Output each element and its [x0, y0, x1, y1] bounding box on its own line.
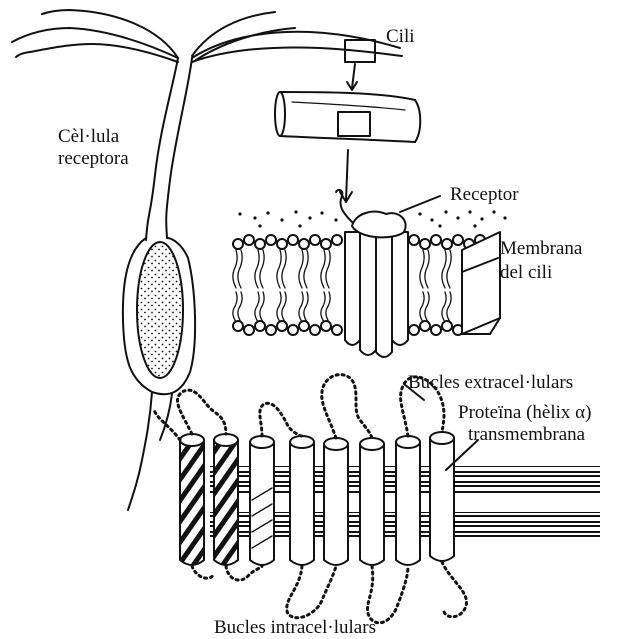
cilium-label: Cili	[386, 26, 415, 47]
intracellular-loops-label: Bucles intracel·lulars	[214, 617, 376, 638]
intracellular-loop-1	[226, 566, 262, 580]
axon-right	[160, 394, 172, 440]
receptor-label: Receptor	[450, 184, 519, 205]
cilium-right-inner	[192, 48, 402, 62]
protein-label-line1: Proteïna (hèlix α)	[458, 402, 591, 423]
receptor-cell-label-line2: receptora	[58, 148, 129, 169]
dendrite-left	[146, 58, 178, 240]
nucleus	[137, 242, 183, 378]
arrow-1	[347, 64, 357, 90]
membrane-block	[233, 190, 507, 357]
membrane-label-line1: Membrana	[500, 238, 582, 259]
extracellular-loop-2	[260, 403, 302, 436]
cilium-left-inner	[30, 44, 178, 62]
receptor-pointer	[400, 196, 440, 212]
protein-label-line2: transmembrana	[468, 424, 585, 445]
extracellular-loop-3	[322, 375, 372, 438]
dendrite-right	[166, 58, 192, 238]
intracellular-loop-2	[287, 566, 336, 618]
intracellular-loop-3	[367, 566, 408, 623]
receptor-cell-label-line1: Cèl·lula	[58, 126, 119, 147]
c-terminus-tail	[442, 562, 467, 617]
receptor-cell	[12, 10, 402, 510]
membrane-label-line2: del cili	[500, 262, 552, 283]
extracellular-loop-1	[177, 390, 226, 434]
axon	[128, 392, 152, 510]
n-terminus-tail	[154, 410, 180, 440]
membrane-side-face	[462, 232, 500, 334]
n-terminus-bottom	[192, 566, 214, 578]
cilium-segment	[275, 92, 420, 142]
cilium-left-mid	[16, 52, 30, 57]
segment-zoom-box	[338, 112, 370, 136]
receptor-protein-bundle	[345, 212, 408, 357]
extracellular-loops-label: Bucles extracel·lulars	[408, 372, 573, 393]
